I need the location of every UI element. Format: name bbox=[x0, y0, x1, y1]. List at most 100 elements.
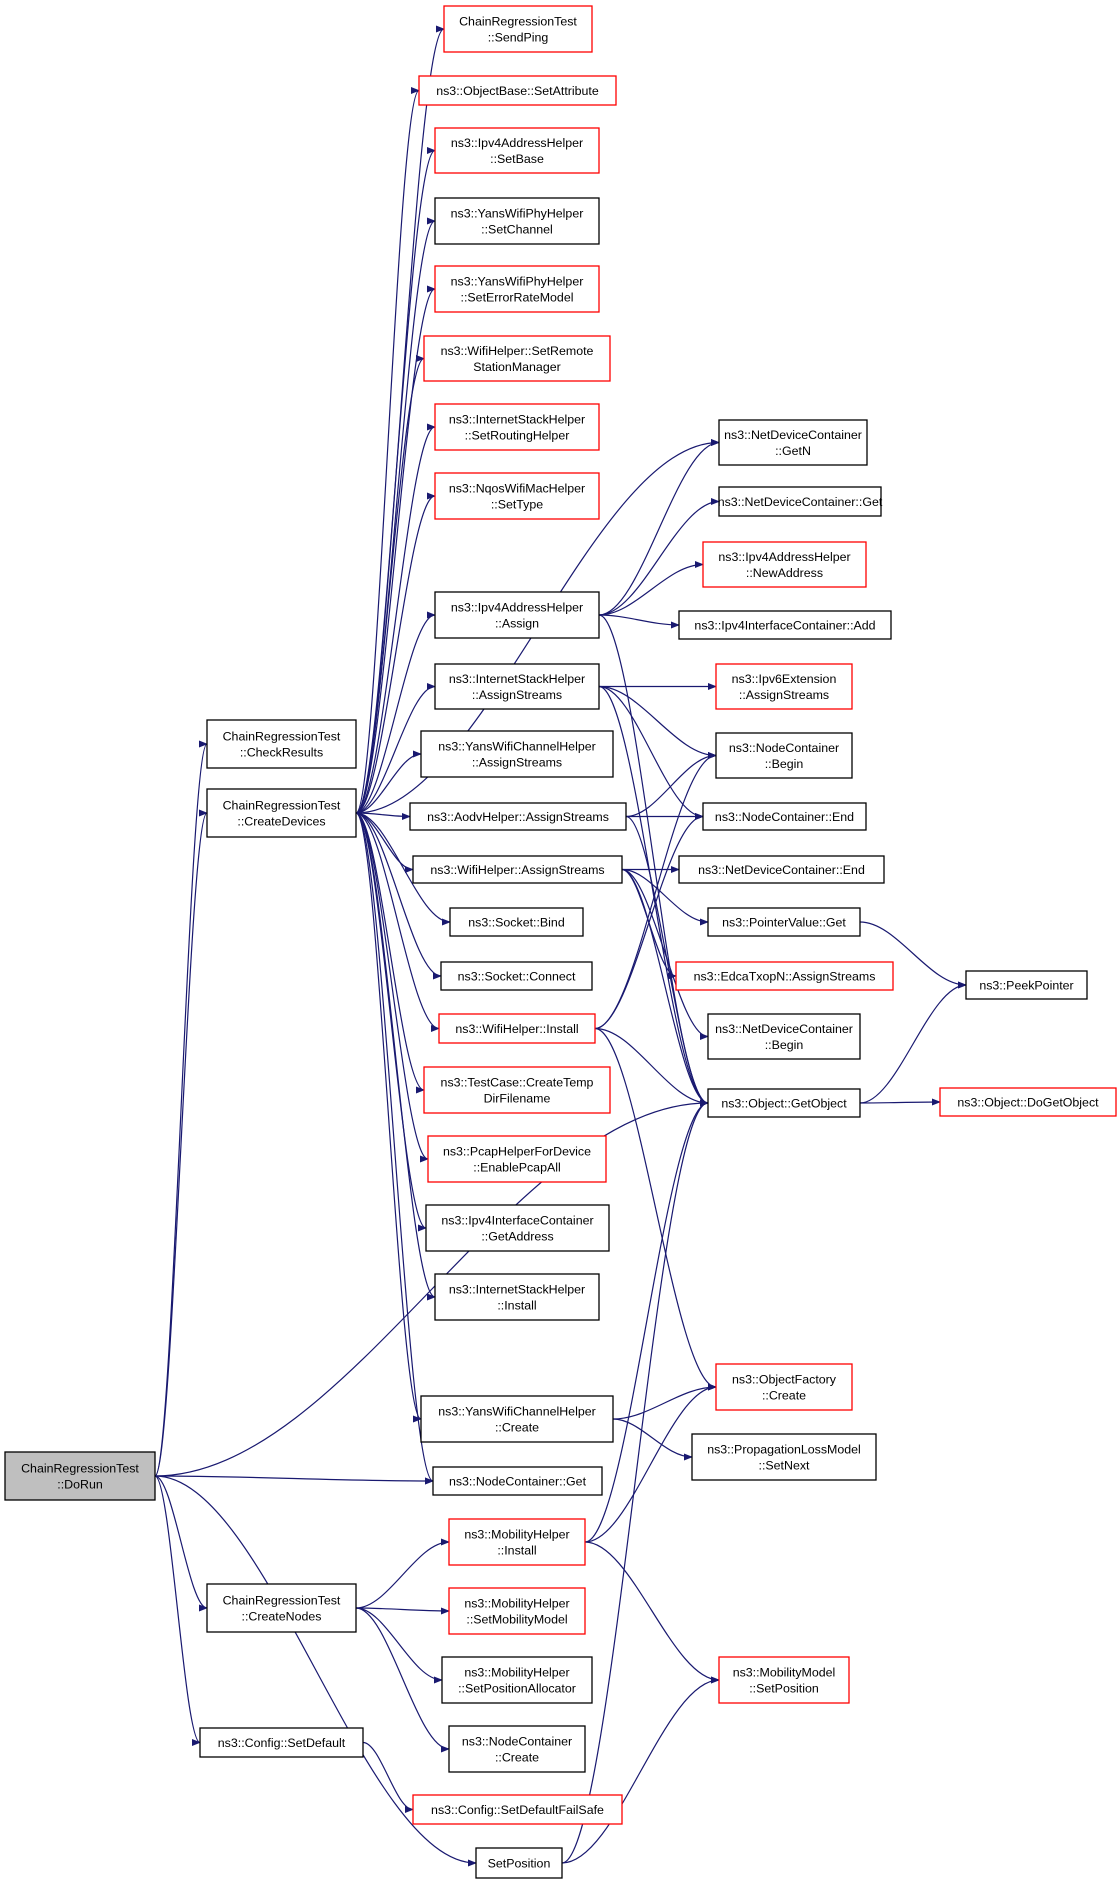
edge-line bbox=[598, 560, 704, 616]
node-ndcend[interactable]: ns3::NetDeviceContainer::End bbox=[678, 855, 885, 884]
edge-assign-to-ipv4icadd bbox=[598, 614, 680, 629]
node-ndcgetn[interactable]: ns3::NetDeviceContainer::GetN bbox=[718, 419, 868, 466]
edge-line bbox=[355, 87, 420, 814]
node-box bbox=[206, 1583, 357, 1633]
node-setposalloc[interactable]: ns3::MobilityHelper::SetPositionAllocato… bbox=[441, 1656, 593, 1704]
edge-dorun-to-createnodes bbox=[154, 1475, 208, 1612]
node-mobinstall[interactable]: ns3::MobilityHelper::Install bbox=[448, 1518, 586, 1566]
node-checkresults[interactable]: ChainRegressionTest::CheckResults bbox=[206, 719, 357, 769]
edge-line bbox=[612, 1418, 693, 1461]
node-ncget[interactable]: ns3::NodeContainer::Get bbox=[432, 1466, 603, 1496]
node-setdefaultfailsafe[interactable]: ns3::Config::SetDefaultFailSafe bbox=[412, 1794, 623, 1825]
node-box bbox=[965, 970, 1088, 1000]
node-box bbox=[678, 855, 885, 884]
node-box bbox=[409, 802, 627, 831]
node-setdefault[interactable]: ns3::Config::SetDefault bbox=[199, 1727, 364, 1758]
node-box bbox=[707, 1013, 861, 1060]
node-label: ns3::NodeContainer bbox=[729, 741, 839, 755]
edge-line bbox=[355, 355, 425, 814]
node-ywchassign[interactable]: ns3::YansWifiChannelHelper::AssignStream… bbox=[420, 730, 614, 778]
node-setattribute[interactable]: ns3::ObjectBase::SetAttribute bbox=[418, 75, 617, 106]
node-sendping[interactable]: ChainRegressionTest::SendPing bbox=[443, 5, 593, 53]
node-dogetobject[interactable]: ns3::Object::DoGetObject bbox=[939, 1087, 1117, 1117]
node-setbase[interactable]: ns3::Ipv4AddressHelper::SetBase bbox=[434, 127, 600, 174]
node-label: ::Begin bbox=[765, 757, 804, 771]
node-box bbox=[449, 907, 584, 937]
node-label: ns3::Config::SetDefault bbox=[218, 1736, 346, 1750]
node-edca[interactable]: ns3::EdcaTxopN::AssignStreams bbox=[675, 961, 894, 991]
node-wifiinstall[interactable]: ns3::WifiHelper::Install bbox=[438, 1013, 596, 1044]
node-label: ns3::YansWifiChannelHelper bbox=[438, 740, 595, 754]
node-ipv4icadd[interactable]: ns3::Ipv4InterfaceContainer::Add bbox=[678, 610, 892, 640]
node-box bbox=[206, 719, 357, 769]
node-label: ::EnablePcapAll bbox=[473, 1161, 560, 1175]
edge-line bbox=[355, 1538, 450, 1609]
edge-line bbox=[355, 750, 422, 814]
node-setrouting[interactable]: ns3::InternetStackHelper::SetRoutingHelp… bbox=[434, 403, 600, 451]
call-nodes: ChainRegressionTest::DoRunChainRegressio… bbox=[4, 5, 1117, 1879]
node-newaddress[interactable]: ns3::Ipv4AddressHelper::NewAddress bbox=[702, 541, 867, 588]
node-ofcreate[interactable]: ns3::ObjectFactory::Create bbox=[715, 1363, 853, 1411]
node-label: ns3::YansWifiPhyHelper bbox=[451, 207, 584, 221]
node-label: ::SetMobilityModel bbox=[466, 1613, 567, 1627]
edge-wifiassign-to-ndcbegin bbox=[621, 868, 709, 1041]
node-plmsetnext[interactable]: ns3::PropagationLossModel::SetNext bbox=[691, 1433, 877, 1481]
edge-line bbox=[598, 685, 717, 760]
edge-createdevices-to-isassign bbox=[355, 682, 436, 814]
node-isinstall[interactable]: ns3::InternetStackHelper::Install bbox=[434, 1273, 600, 1321]
node-label: ns3::Config::SetDefaultFailSafe bbox=[431, 1803, 604, 1817]
node-label: ChainRegressionTest bbox=[223, 730, 341, 744]
node-box bbox=[206, 788, 357, 838]
node-wifiassign[interactable]: ns3::WifiHelper::AssignStreams bbox=[412, 855, 623, 884]
edge-mobinstall-to-getobject bbox=[584, 1099, 709, 1543]
node-box bbox=[434, 403, 600, 451]
node-ncbegin[interactable]: ns3::NodeContainer::Begin bbox=[715, 732, 853, 779]
node-pcap[interactable]: ns3::PcapHelperForDevice::EnablePcapAll bbox=[427, 1135, 607, 1183]
node-ncend[interactable]: ns3::NodeContainer::End bbox=[702, 802, 867, 831]
edge-line bbox=[355, 812, 451, 926]
node-getobject[interactable]: ns3::Object::GetObject bbox=[707, 1088, 861, 1118]
node-dorun[interactable]: ChainRegressionTest::DoRun bbox=[4, 1451, 156, 1501]
edge-line bbox=[355, 423, 436, 814]
edge-line bbox=[355, 812, 442, 980]
node-box bbox=[678, 610, 892, 640]
node-settype[interactable]: ns3::NqosWifiMacHelper::SetType bbox=[434, 472, 600, 520]
edge-line bbox=[598, 497, 720, 616]
node-ndcget[interactable]: ns3::NetDeviceContainer::Get bbox=[718, 486, 883, 517]
node-setchannel[interactable]: ns3::YansWifiPhyHelper::SetChannel bbox=[434, 197, 600, 245]
node-mmsetpos[interactable]: ns3::MobilityModel::SetPosition bbox=[718, 1656, 850, 1704]
node-label: ::CreateDevices bbox=[237, 815, 325, 829]
node-label: ns3::Ipv4InterfaceContainer bbox=[441, 1214, 593, 1228]
node-connect[interactable]: ns3::Socket::Connect bbox=[440, 961, 593, 991]
node-nccreate[interactable]: ns3::NodeContainer::Create bbox=[448, 1725, 586, 1773]
node-setmobmodel[interactable]: ns3::MobilityHelper::SetMobilityModel bbox=[448, 1587, 586, 1635]
edge-line bbox=[621, 868, 709, 926]
edge-line bbox=[625, 751, 717, 818]
edge-dorun-to-setposition bbox=[154, 1475, 477, 1867]
node-createnodes[interactable]: ChainRegressionTest::CreateNodes bbox=[206, 1583, 357, 1633]
node-assign[interactable]: ns3::Ipv4AddressHelper::Assign bbox=[434, 591, 600, 639]
node-createdevices[interactable]: ChainRegressionTest::CreateDevices bbox=[206, 788, 357, 838]
edge-mobinstall-to-ofcreate bbox=[584, 1383, 717, 1543]
node-seterrorrate[interactable]: ns3::YansWifiPhyHelper::SetErrorRateMode… bbox=[434, 265, 600, 313]
node-setposition[interactable]: SetPosition bbox=[475, 1847, 563, 1879]
node-label: ::AssignStreams bbox=[472, 756, 562, 770]
node-label: ::SetNext bbox=[759, 1459, 811, 1473]
node-getaddress[interactable]: ns3::Ipv4InterfaceContainer::GetAddress bbox=[425, 1204, 610, 1252]
node-pvget[interactable]: ns3::PointerValue::Get bbox=[707, 907, 861, 937]
node-isassign[interactable]: ns3::InternetStackHelper::AssignStreams bbox=[434, 663, 600, 710]
node-label: ns3::Socket::Connect bbox=[458, 970, 576, 984]
node-ipv6ext[interactable]: ns3::Ipv6Extension::AssignStreams bbox=[715, 663, 853, 710]
node-label: ns3::YansWifiPhyHelper bbox=[451, 275, 584, 289]
node-ndcbegin[interactable]: ns3::NetDeviceContainer::Begin bbox=[707, 1013, 861, 1060]
node-peekpointer[interactable]: ns3::PeekPointer bbox=[965, 970, 1088, 1000]
node-bind[interactable]: ns3::Socket::Bind bbox=[449, 907, 584, 937]
node-aodvassign[interactable]: ns3::AodvHelper::AssignStreams bbox=[409, 802, 627, 831]
node-label: ::SetPosition bbox=[749, 1682, 819, 1696]
edge-aodvassign-to-ncbegin bbox=[625, 751, 717, 818]
node-box bbox=[718, 486, 882, 517]
node-ywchcreate[interactable]: ns3::YansWifiChannelHelper::Create bbox=[420, 1395, 614, 1443]
